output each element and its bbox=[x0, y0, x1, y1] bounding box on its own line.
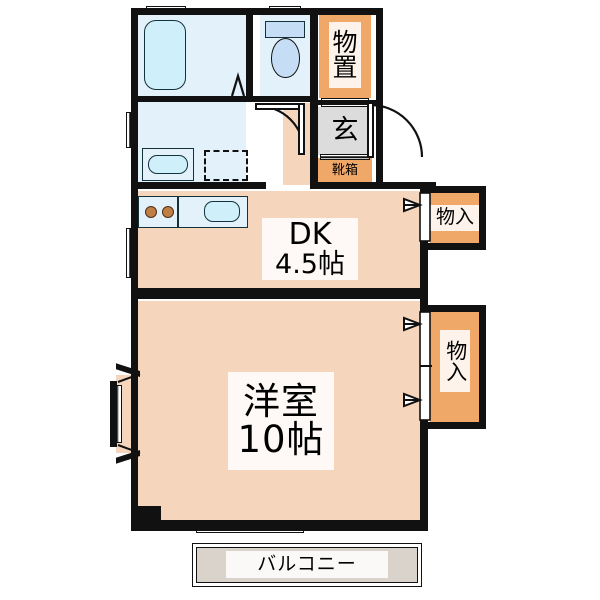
closet-lower-label: 物入 bbox=[440, 330, 470, 392]
wall-bath-toilet-divider bbox=[246, 8, 253, 102]
wall-genkan-storage-divider bbox=[318, 100, 376, 105]
wall-toilet-storage-divider bbox=[310, 8, 318, 102]
entry-hall-floor bbox=[283, 103, 310, 185]
bathtub-fixture bbox=[144, 20, 186, 90]
wall-dk-right bbox=[420, 188, 428, 298]
shoebox-label: 靴箱 bbox=[331, 163, 358, 179]
wall-upper-right bbox=[376, 8, 383, 188]
wall-washitsu-notch bbox=[131, 506, 161, 520]
wall-upper-bottom-right bbox=[310, 182, 383, 189]
wall-dk-top-right bbox=[376, 182, 436, 189]
washitsu-label: 洋室 10帖 bbox=[228, 372, 334, 470]
kitchen-sink-fixture bbox=[204, 201, 240, 222]
wall-closet-upper-right bbox=[479, 186, 486, 249]
wall-washitsu-right bbox=[420, 298, 428, 530]
toilet-bowl-fixture bbox=[271, 38, 300, 78]
wall-upper-bottom-left bbox=[131, 182, 253, 189]
wall-washitsu-bottom bbox=[131, 520, 428, 531]
wall-dk-left bbox=[131, 188, 138, 298]
wall-upper-top bbox=[131, 8, 383, 15]
balcony-outline bbox=[192, 543, 422, 587]
wall-genkan-left bbox=[310, 102, 318, 188]
wall-closet-lower-bottom bbox=[428, 422, 486, 429]
dk-size: 4.5帖 bbox=[275, 248, 345, 280]
storage-room-label-char2: 置 bbox=[332, 53, 358, 82]
washbasin-fixture bbox=[148, 155, 188, 174]
stove-burner-right bbox=[162, 206, 174, 218]
wall-closet-upper-top bbox=[428, 186, 486, 193]
shoebox-area bbox=[318, 158, 372, 184]
storage-room-label-char1: 物 bbox=[332, 27, 358, 57]
dk-label: DK 4.5帖 bbox=[262, 218, 358, 280]
wall-washitsu-left bbox=[131, 298, 138, 530]
washitsu-size: 10帖 bbox=[237, 418, 325, 461]
wall-toilet-bottom bbox=[253, 96, 311, 102]
closet-upper-label: 物入 bbox=[430, 205, 480, 231]
wall-upper-left bbox=[131, 8, 138, 188]
wall-closet-lower-right bbox=[479, 305, 486, 429]
wall-upper-bottom-mid bbox=[246, 182, 266, 189]
balcony-label: バルコニー bbox=[226, 551, 388, 578]
dk-name: DK bbox=[288, 216, 332, 252]
washitsu-name: 洋室 bbox=[243, 380, 319, 424]
wall-closet-upper-bottom bbox=[428, 243, 486, 250]
genkan-label: 玄 bbox=[331, 115, 359, 147]
wall-bath-washroom-divider bbox=[138, 96, 246, 102]
toilet-tank-fixture bbox=[265, 21, 305, 38]
kitchen-counter-divider bbox=[177, 196, 179, 228]
storage-room-label: 物 置 bbox=[329, 22, 361, 88]
genkan-area bbox=[318, 107, 372, 155]
wall-bay-window-left bbox=[110, 381, 117, 447]
shoebox-divider bbox=[320, 154, 370, 160]
stove-burner-left bbox=[145, 206, 157, 218]
wall-closet-lower-top bbox=[428, 305, 486, 312]
wall-dk-bottom bbox=[131, 288, 428, 299]
washing-machine-space bbox=[204, 150, 248, 181]
